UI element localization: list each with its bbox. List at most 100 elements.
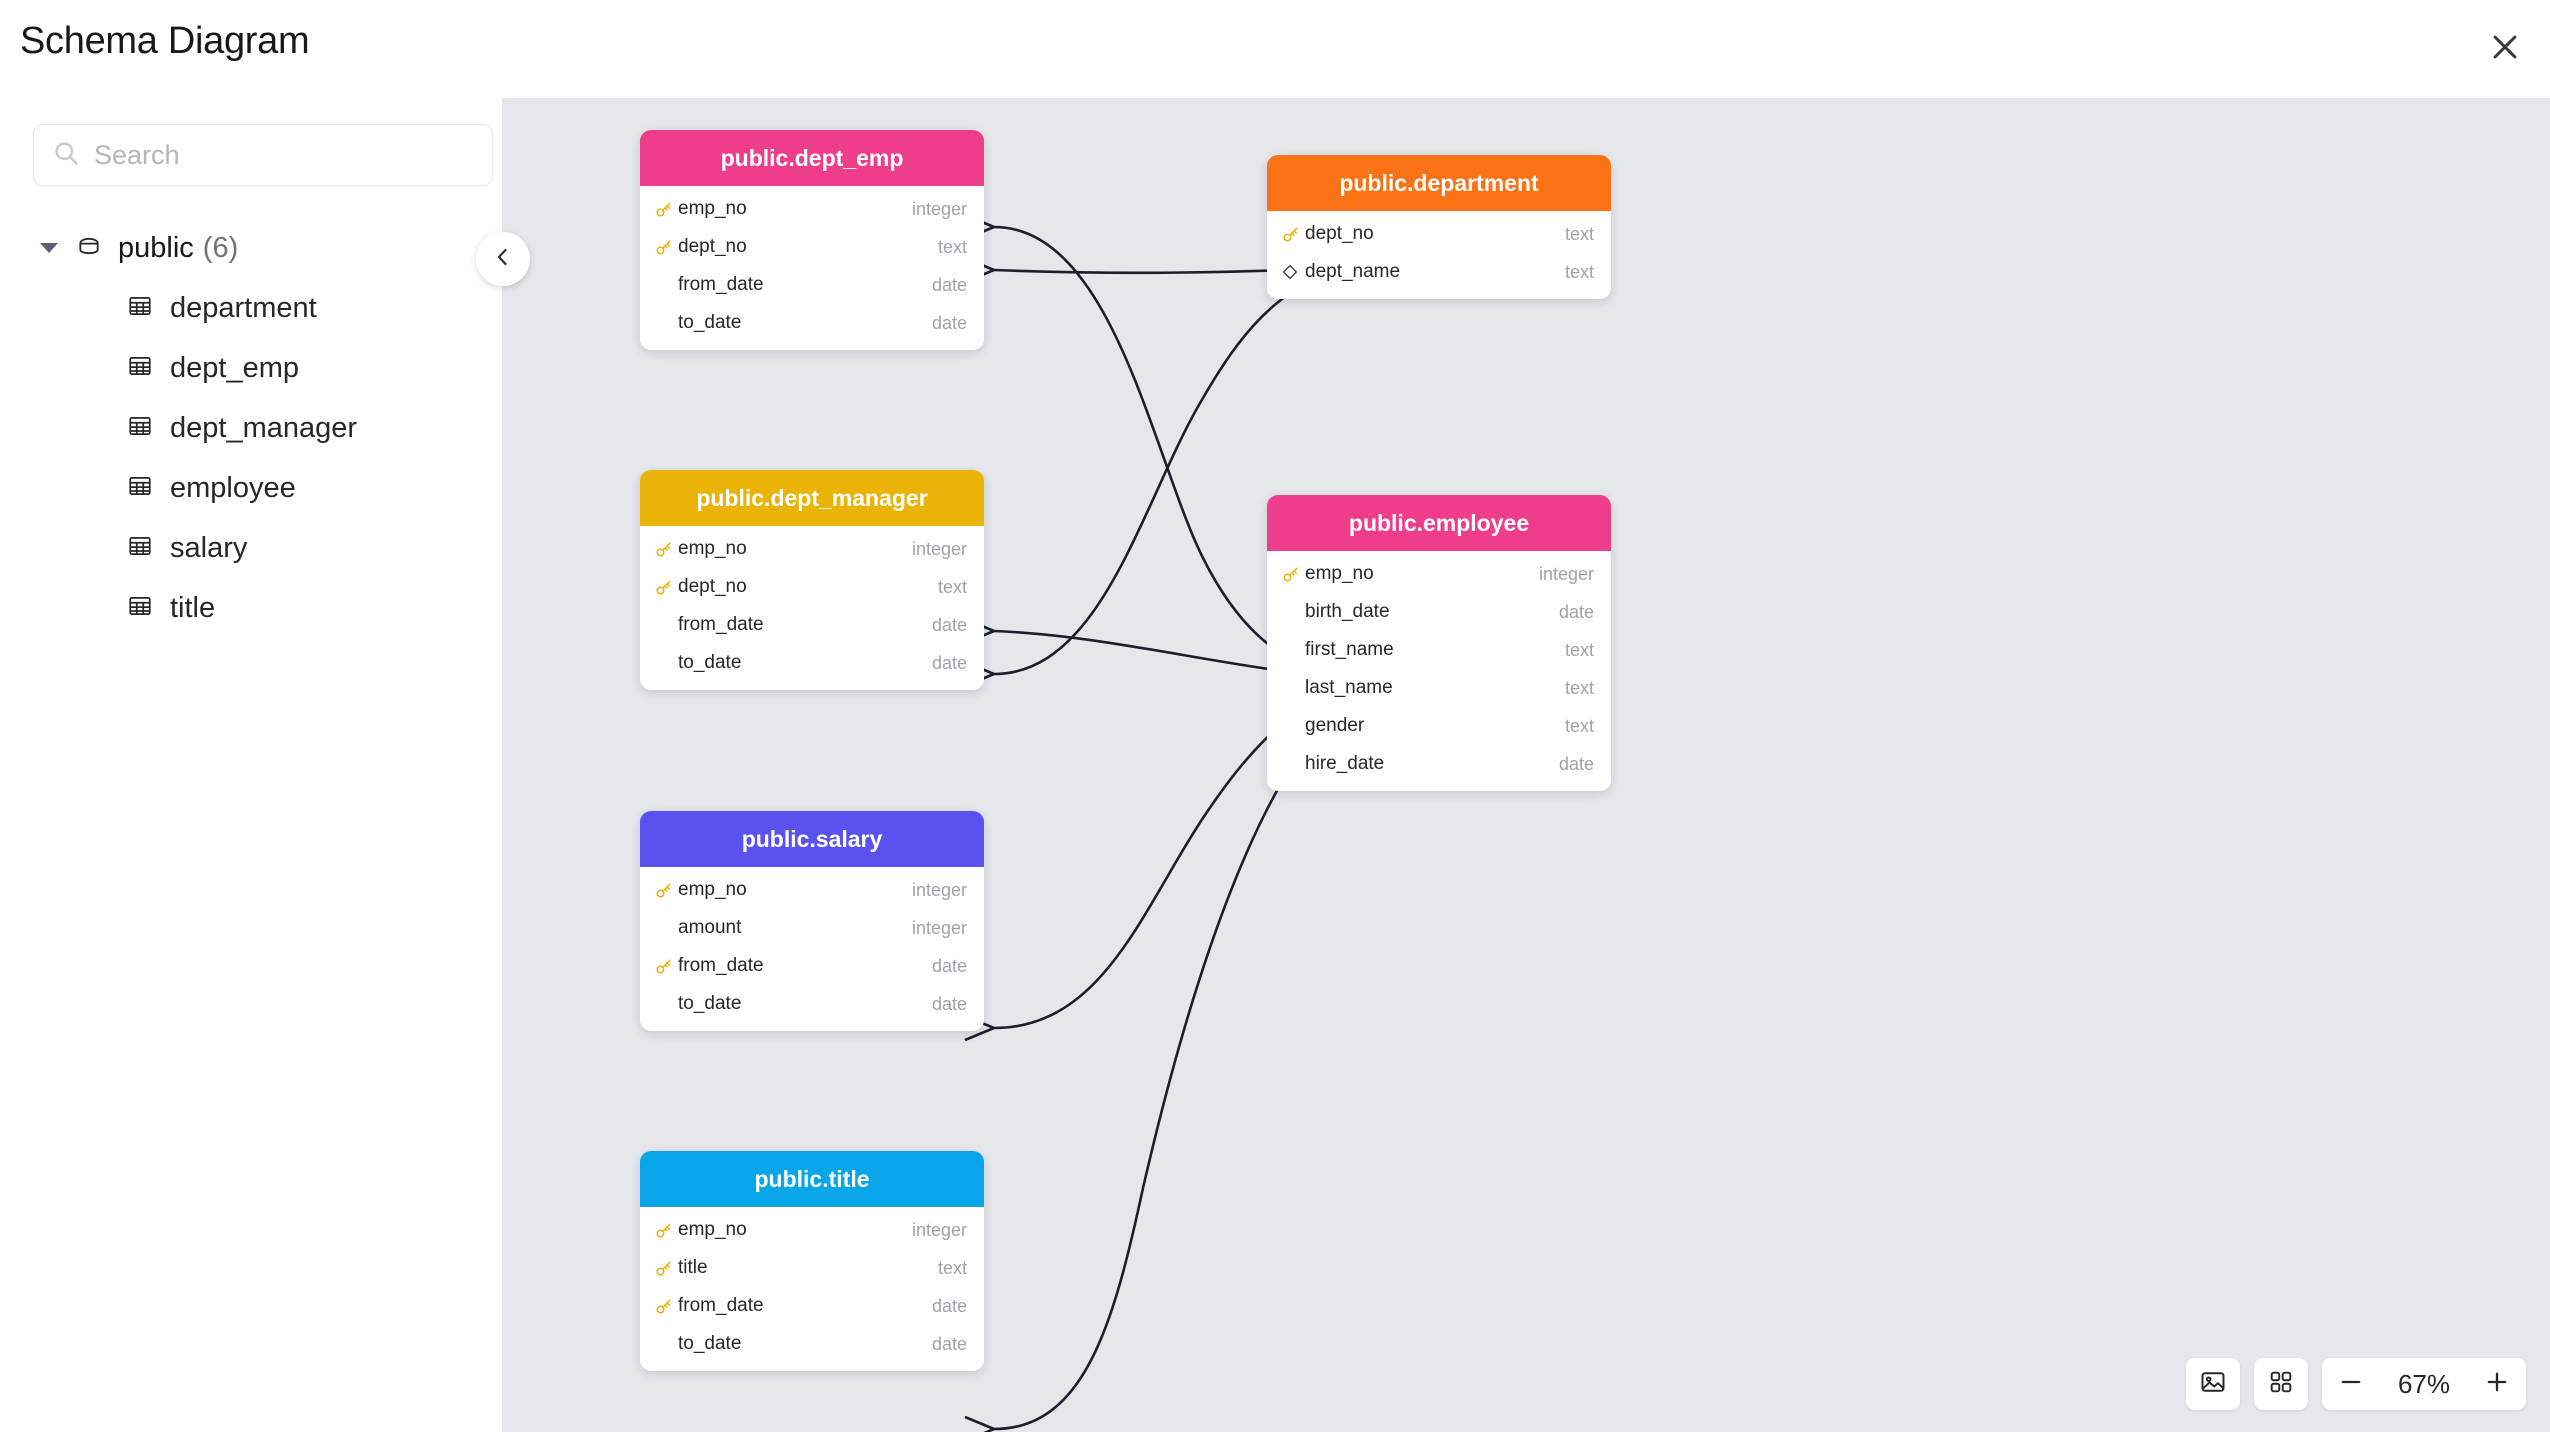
field-name: title: [678, 1257, 708, 1278]
key-icon: [654, 238, 678, 257]
caret-down-icon[interactable]: [40, 243, 58, 253]
field-name: from_date: [678, 614, 764, 635]
auto-layout-button[interactable]: [2254, 1358, 2308, 1410]
table-field-to_date[interactable]: to_date date: [640, 985, 984, 1023]
field-type: date: [1558, 753, 1594, 774]
sidebar-item-employee[interactable]: employee: [0, 458, 503, 518]
field-type: integer: [911, 1219, 967, 1240]
field-name: to_date: [678, 993, 742, 1014]
field-name: emp_no: [678, 538, 747, 559]
image-icon: [2199, 1368, 2227, 1401]
sidebar-item-dept_manager[interactable]: dept_manager: [0, 398, 503, 458]
key-icon: [654, 578, 678, 597]
table-field-from_date[interactable]: from_date date: [640, 606, 984, 644]
sidebar-item-salary[interactable]: salary: [0, 518, 503, 578]
field-name: from_date: [678, 1295, 764, 1316]
table-node-header[interactable]: public.salary: [640, 811, 984, 867]
field-name: to_date: [678, 312, 742, 333]
field-name: dept_name: [1305, 261, 1401, 282]
table-field-from_date[interactable]: from_date date: [640, 947, 984, 985]
field-type: date: [931, 652, 967, 673]
field-type: integer: [911, 917, 967, 938]
field-name: from_date: [678, 955, 764, 976]
sidebar-collapse-button[interactable]: [476, 232, 530, 286]
field-type: date: [931, 955, 967, 976]
table-field-gender[interactable]: gender text: [1267, 707, 1611, 745]
field-name: first_name: [1305, 639, 1394, 660]
field-type: text: [1564, 223, 1594, 244]
field-type: text: [937, 576, 967, 597]
table-node-header[interactable]: public.dept_manager: [640, 470, 984, 526]
field-type: text: [1564, 261, 1594, 282]
sidebar-item-department[interactable]: department: [0, 278, 503, 338]
sidebar-item-label: employee: [170, 471, 296, 504]
search-box[interactable]: [33, 124, 493, 186]
search-icon: [52, 139, 80, 172]
table-node-header[interactable]: public.dept_emp: [640, 130, 984, 186]
field-type: integer: [911, 879, 967, 900]
key-icon: [654, 200, 678, 219]
close-icon: [2488, 30, 2522, 64]
sidebar-item-title[interactable]: title: [0, 578, 503, 638]
table-field-dept_name[interactable]: dept_name text: [1267, 253, 1611, 291]
plus-icon: [2483, 1368, 2511, 1401]
table-node-header[interactable]: public.employee: [1267, 495, 1611, 551]
field-name: birth_date: [1305, 601, 1390, 622]
grid-icon: [2268, 1369, 2294, 1400]
field-name: emp_no: [678, 198, 747, 219]
key-icon: [654, 881, 678, 900]
search-input[interactable]: [94, 139, 474, 171]
field-type: date: [931, 993, 967, 1014]
sidebar-item-label: department: [170, 291, 317, 324]
field-name: to_date: [678, 1333, 742, 1354]
field-type: date: [931, 614, 967, 635]
tree-node-public[interactable]: public (6): [0, 218, 503, 278]
edge-title-emp_no-to-employee-emp_no[interactable]: [964, 680, 1379, 1432]
key-icon: [1281, 225, 1305, 244]
field-type: integer: [1538, 563, 1594, 584]
minus-icon: [2337, 1368, 2365, 1401]
table-node-header[interactable]: public.department: [1267, 155, 1611, 211]
close-button[interactable]: [2474, 16, 2536, 78]
sidebar-item-label: title: [170, 591, 216, 624]
zoom-in-button[interactable]: [2468, 1358, 2526, 1410]
table-node-header[interactable]: public.title: [640, 1151, 984, 1207]
zoom-out-button[interactable]: [2322, 1358, 2380, 1410]
key-icon: [654, 1221, 678, 1240]
field-type: text: [1564, 715, 1594, 736]
field-name: gender: [1305, 715, 1365, 736]
export-image-button[interactable]: [2186, 1358, 2240, 1410]
zoom-level-label[interactable]: 67%: [2397, 1368, 2451, 1399]
sidebar-item-dept_emp[interactable]: dept_emp: [0, 338, 503, 398]
